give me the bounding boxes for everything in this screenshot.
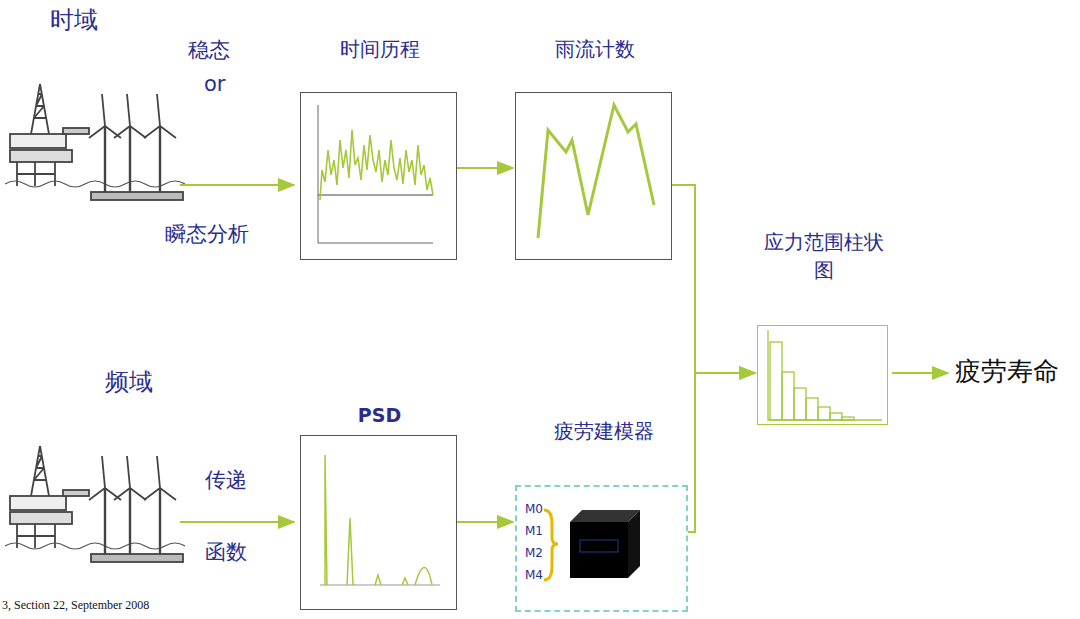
section-heading: 时域 [50, 6, 98, 35]
input-arrow [180, 184, 294, 186]
moment-label: M4 [525, 567, 551, 584]
flow-connector [672, 185, 755, 373]
box-title: 应力范围柱状图 [761, 228, 886, 284]
offshore-wind-illustration [5, 446, 185, 562]
flow-arrows [180, 185, 948, 522]
time-history-plot [318, 105, 433, 243]
flow-connector [688, 373, 755, 532]
histogram-box: 应力范围柱状图 [757, 325, 888, 425]
offshore-wind-illustration [5, 84, 185, 200]
section-heading: 频域 [105, 368, 153, 397]
arrow-label: or [204, 72, 225, 97]
arrow-label: 瞬态分析 [165, 222, 249, 247]
moment-label: M0 [525, 501, 551, 518]
box-title: PSD [301, 402, 458, 429]
flow-connector [457, 521, 513, 523]
time-history-box: 时间历程 [300, 92, 457, 260]
arrow-label: 稳态 [188, 38, 230, 63]
box-title: 时间历程 [301, 35, 458, 63]
arrow-label: 传递 [205, 468, 247, 493]
psd-plot [320, 455, 440, 585]
stress-histogram [768, 330, 882, 420]
arrow-label: 函数 [205, 540, 247, 565]
footnote: 3, Section 22, September 2008 [2, 598, 149, 612]
fatigue-solver-icon [544, 510, 640, 580]
input-arrow [180, 521, 294, 523]
flow-connector [457, 167, 513, 169]
rainflow-box: 雨流计数 [515, 92, 672, 260]
box-title: 疲劳建模器 [517, 417, 690, 445]
box-title: 雨流计数 [516, 35, 673, 63]
psd-box: PSD [300, 435, 457, 610]
fatigue-modeler-box: 疲劳建模器M0M1M2M4 [515, 485, 688, 612]
rainflow-plot [538, 105, 654, 238]
result-label: 疲劳寿命 [955, 356, 1059, 387]
output-arrow [892, 372, 948, 374]
moment-label: M1 [525, 523, 551, 540]
moment-label: M2 [525, 545, 551, 562]
